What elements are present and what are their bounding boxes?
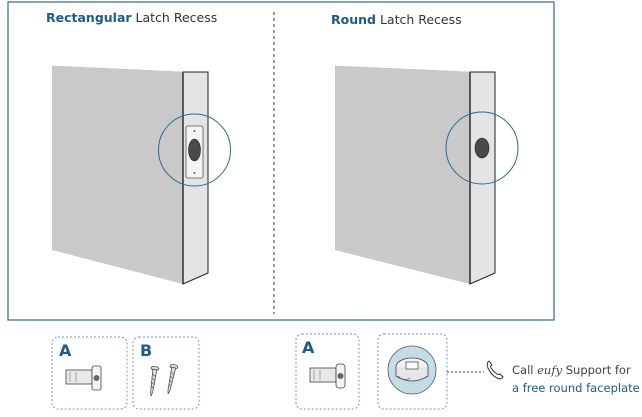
door-edge: [469, 71, 496, 285]
door-rectangular: [51, 65, 231, 285]
door-face: [335, 66, 470, 284]
part-a-label-right: A: [302, 338, 315, 357]
title-rest: Latch Recess: [131, 10, 218, 25]
support-line-2: a free round faceplate: [512, 381, 640, 395]
latch-hole: [188, 138, 201, 162]
latch-round-icon: [309, 363, 346, 389]
latch-rectangular-icon: [65, 365, 102, 391]
part-a-box-left: [51, 336, 128, 410]
title-highlight: Rectangular: [46, 10, 132, 25]
phone-icon: [486, 360, 504, 380]
part-b-box: [132, 336, 200, 410]
brand-logo: eufy: [537, 363, 563, 377]
highlight-circle: [445, 111, 519, 185]
door-face: [52, 66, 183, 284]
title-rest: Latch Recess: [375, 12, 462, 27]
screws-icon: [150, 364, 179, 397]
support-prefix: Call: [512, 363, 538, 377]
support-line-1: Call eufy Support for: [512, 361, 640, 379]
highlight-circle: [158, 113, 231, 187]
part-a-box-right: [295, 333, 360, 410]
title-round: Round Latch Recess: [331, 12, 462, 27]
title-highlight: Round: [331, 12, 376, 27]
part-a-label-left: A: [59, 341, 72, 360]
part-b-label: B: [140, 341, 153, 360]
round-faceplate-icon: [387, 345, 437, 395]
diagram-frame: [7, 1, 555, 321]
door-round: [334, 65, 519, 285]
round-recess: [474, 137, 490, 159]
support-suffix: Support for: [562, 363, 631, 377]
support-note: Call eufy Support for a free round facep…: [512, 361, 640, 397]
title-rectangular: Rectangular Latch Recess: [46, 10, 217, 25]
